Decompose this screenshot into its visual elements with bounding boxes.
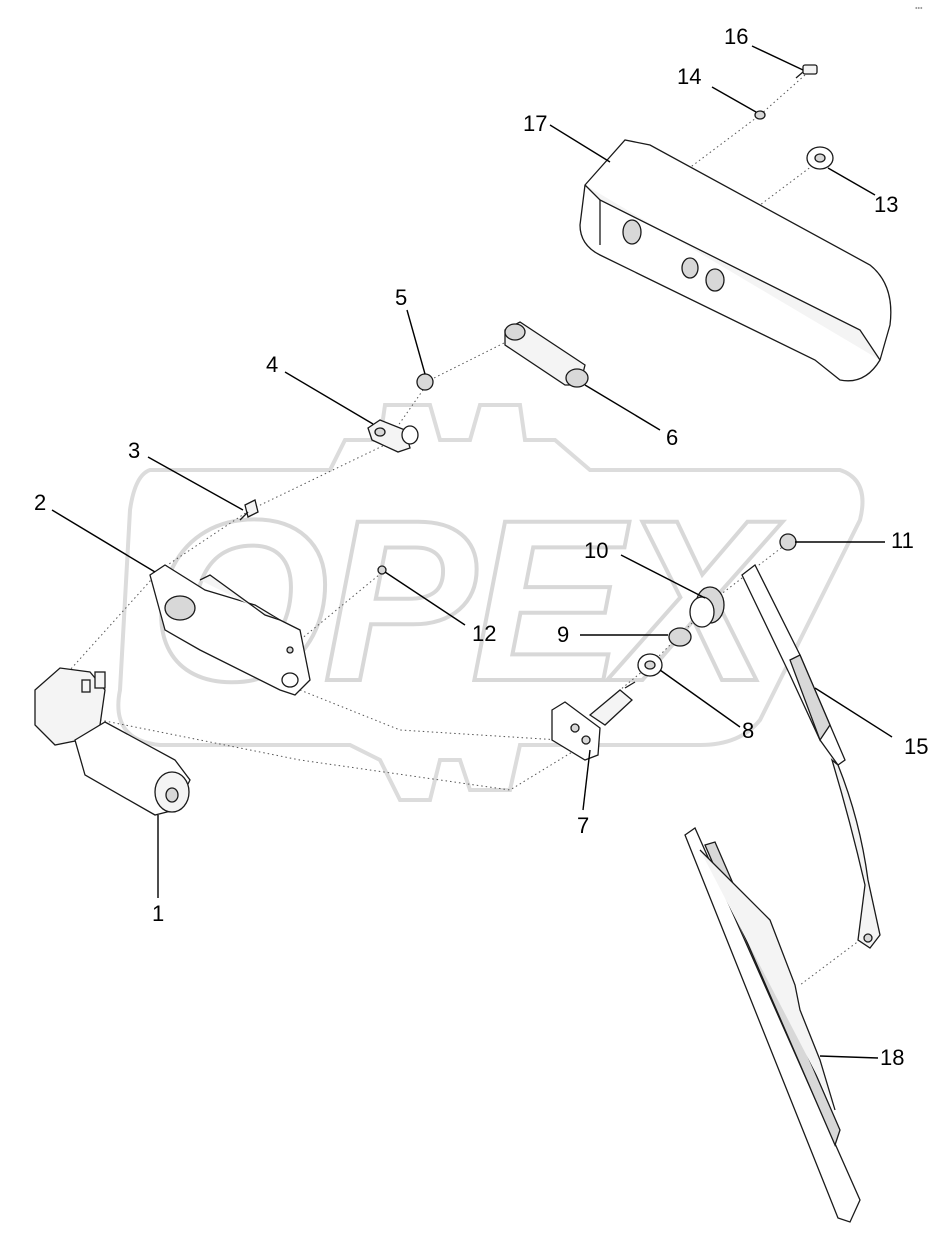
part-16-screw [795,64,818,79]
part-15-wiper-arm [741,564,881,949]
callout-15: 15 [904,734,928,759]
part-17-cover [579,139,892,382]
part-18-wiper-blade [684,827,861,1223]
callout-9: 9 [557,622,569,647]
callout-12: 12 [472,621,496,646]
callout-16: 16 [724,24,748,49]
part-9-nut [668,627,692,647]
callout-17: 17 [523,111,547,136]
callout-14: 14 [677,64,701,89]
part-6-link [504,321,589,388]
part-4-bracket [367,419,419,453]
part-11-cap-nut [779,533,797,551]
callout-2: 2 [34,490,46,515]
callout-10: 10 [584,538,608,563]
callout-5: 5 [395,285,407,310]
callout-18: 18 [880,1045,904,1070]
part-5-nut [416,373,434,391]
callout-3: 3 [128,438,140,463]
part-13-washer [806,146,834,170]
callout-1: 1 [152,901,164,926]
part-7-spindle [551,681,636,761]
part-1-motor [34,667,191,816]
part-2-bracket [149,564,311,696]
part-3-bolt [239,499,259,521]
part-12-screw [377,565,387,575]
corner-mark: ⬩⬩⬩ [915,5,923,12]
part-14-nut [754,110,766,120]
callout-7: 7 [577,813,589,838]
callout-4: 4 [266,352,278,377]
leader-lines [51,45,893,1059]
watermark-gear [116,403,865,802]
callout-11: 11 [891,528,914,553]
callout-8: 8 [742,718,754,743]
callout-6: 6 [666,425,678,450]
callout-labels: 1 2 3 4 5 6 7 8 9 10 11 12 13 14 15 16 1… [34,24,928,1070]
part-8-washer [637,653,663,677]
callout-13: 13 [874,192,898,217]
